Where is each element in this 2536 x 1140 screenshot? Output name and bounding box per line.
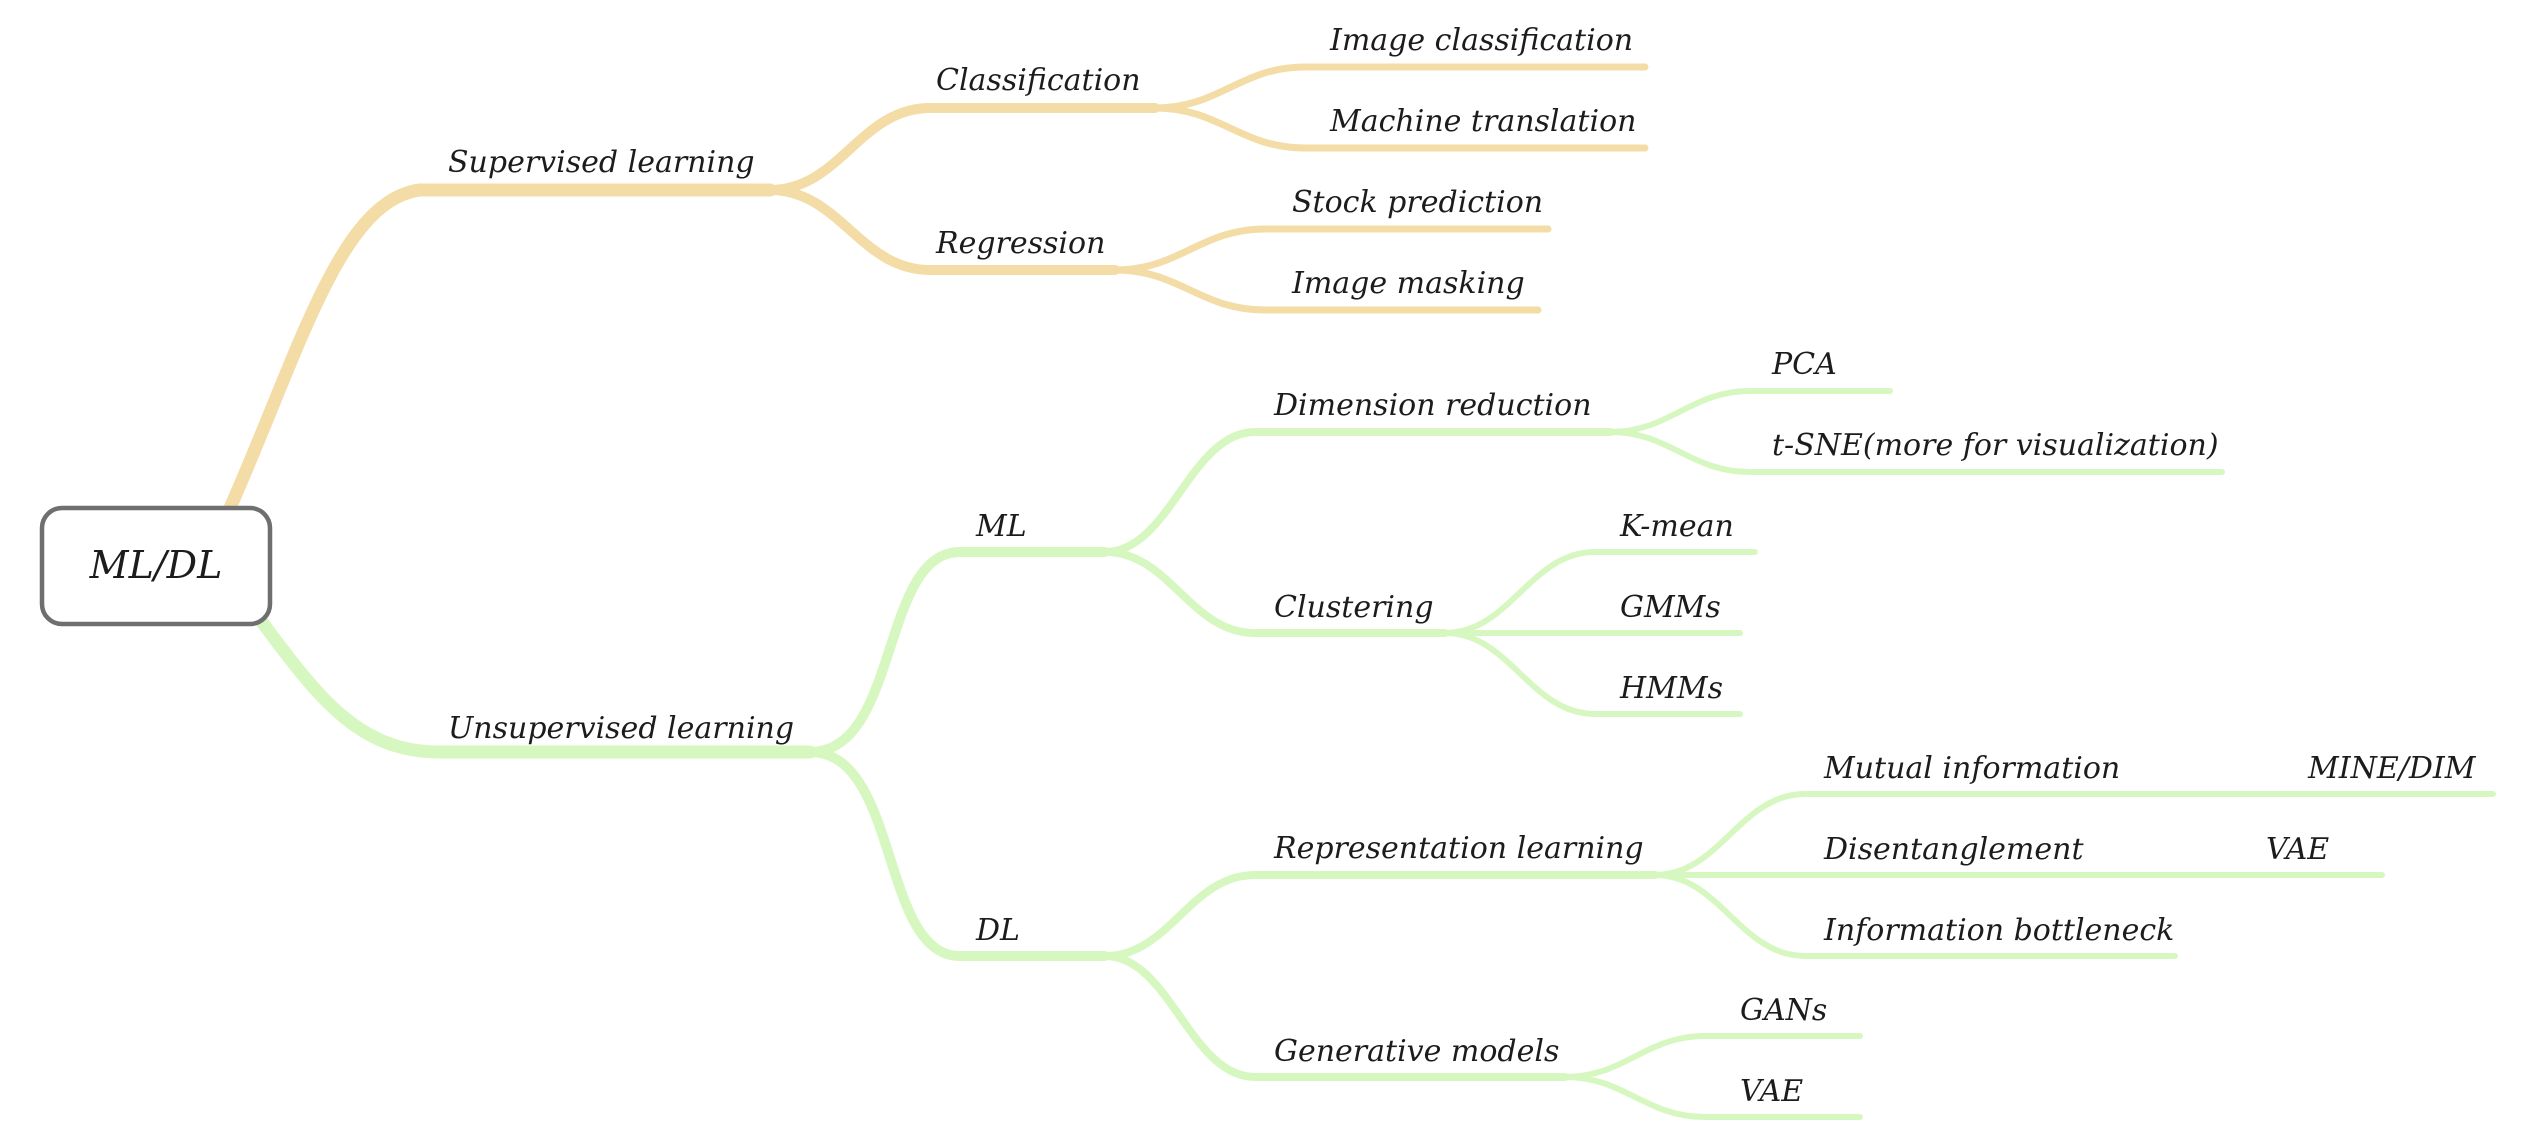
disentanglement-label[interactable]: Disentanglement xyxy=(1823,832,2084,867)
gmms-label[interactable]: GMMs xyxy=(1620,590,1721,625)
edge-supervised-regression xyxy=(765,185,1120,275)
edge-classification-machine-translation xyxy=(1151,104,1649,152)
edge-dl-representation-learning xyxy=(1101,871,1659,960)
mine-dim-label[interactable]: MINE/DIM xyxy=(2307,751,2477,786)
edge-dl-generative-models xyxy=(1101,952,1569,1081)
unsupervised-learning-label[interactable]: Unsupervised learning xyxy=(448,711,794,746)
image-masking-label[interactable]: Image masking xyxy=(1291,266,1525,301)
tsne-label[interactable]: t-SNE(more for visualization) xyxy=(1772,428,2219,463)
edge-clustering-kmean xyxy=(1442,549,1758,636)
dl-label[interactable]: DL xyxy=(975,913,1020,948)
edge-dimred-tsne xyxy=(1607,429,2225,475)
mutual-information-label[interactable]: Mutual information xyxy=(1823,751,2120,786)
generative-models-label[interactable]: Generative models xyxy=(1274,1034,1559,1069)
edge-regression-stock-prediction xyxy=(1111,225,1552,274)
edge-root-unsupervised xyxy=(255,615,817,759)
edge-regression-image-masking xyxy=(1111,266,1542,314)
gans-label[interactable]: GANs xyxy=(1740,993,1827,1028)
information-bottleneck-label[interactable]: Information bottleneck xyxy=(1823,913,2174,948)
clustering-label[interactable]: Clustering xyxy=(1274,590,1434,625)
pca-label[interactable]: PCA xyxy=(1771,347,1837,382)
root-node-label: ML/DL xyxy=(89,543,223,587)
kmean-label[interactable]: K-mean xyxy=(1619,509,1734,544)
disentanglement-vae-label[interactable]: VAE xyxy=(2266,832,2329,867)
ml-label[interactable]: ML xyxy=(975,509,1027,544)
edge-ml-dimension-reduction xyxy=(1101,428,1614,556)
edge-supervised-classification xyxy=(765,103,1160,195)
edge-genmodels-vae xyxy=(1562,1074,1863,1120)
edge-ml-clustering xyxy=(1101,548,1449,637)
edge-clustering-hmms xyxy=(1442,630,1743,717)
branch-connectors xyxy=(223,63,2496,1120)
regression-label[interactable]: Regression xyxy=(935,226,1105,261)
dimension-reduction-label[interactable]: Dimension reduction xyxy=(1273,388,1592,423)
stock-prediction-label[interactable]: Stock prediction xyxy=(1292,185,1543,220)
image-classification-label[interactable]: Image classification xyxy=(1329,23,1633,58)
hmms-label[interactable]: HMMs xyxy=(1619,671,1723,706)
edge-unsupervised-ml xyxy=(805,547,1110,757)
generative-vae-label[interactable]: VAE xyxy=(1740,1074,1803,1109)
representation-learning-label[interactable]: Representation learning xyxy=(1273,831,1644,866)
edge-replearn-mutual-information xyxy=(1652,791,2496,878)
supervised-learning-label[interactable]: Supervised learning xyxy=(448,145,755,180)
edge-unsupervised-dl xyxy=(805,747,1110,961)
edge-classification-image-classification xyxy=(1151,63,1649,112)
edge-replearn-information-bottleneck xyxy=(1652,872,2178,959)
edge-genmodels-gans xyxy=(1562,1033,1863,1080)
edge-dimred-pca xyxy=(1607,388,1893,435)
machine-translation-label[interactable]: Machine translation xyxy=(1329,104,1636,139)
classification-label[interactable]: Classification xyxy=(936,63,1141,98)
root-node-box[interactable] xyxy=(39,505,273,627)
edge-root-supervised xyxy=(223,183,777,515)
